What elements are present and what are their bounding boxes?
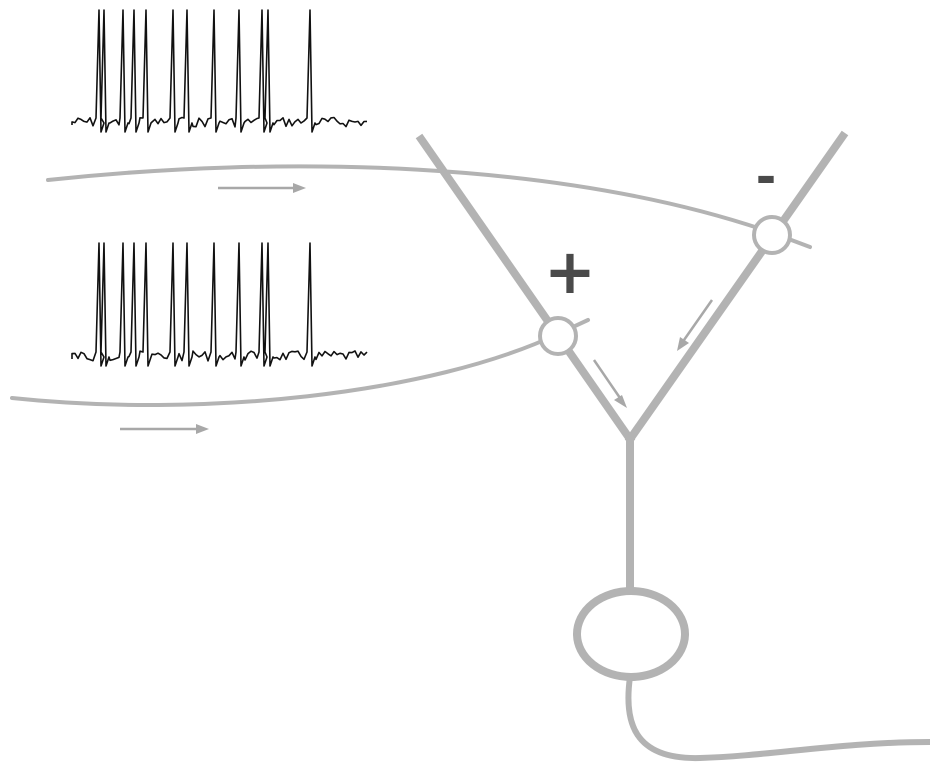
output-axon [625, 674, 930, 762]
presynaptic-axon-lower [10, 318, 590, 407]
spike-train-trace-lower [71, 242, 368, 367]
spike-train-trace-upper [71, 9, 368, 133]
inhibitory-sign-label: - [756, 148, 777, 206]
excitatory-sign-label: + [544, 235, 596, 308]
signal-arrow-left-dendrite [592, 359, 627, 408]
cell-body [573, 587, 689, 681]
signal-arrow-lower-axon [120, 424, 209, 434]
signal-arrow-right-dendrite [677, 299, 714, 351]
presynaptic-axon-upper [46, 164, 812, 249]
inhibitory-synapse [752, 215, 792, 255]
signal-arrow-upper-axon [218, 183, 306, 193]
excitatory-synapse [538, 316, 578, 356]
dendrite-left-branch [415, 133, 636, 445]
dendrite-right-branch [624, 130, 849, 445]
